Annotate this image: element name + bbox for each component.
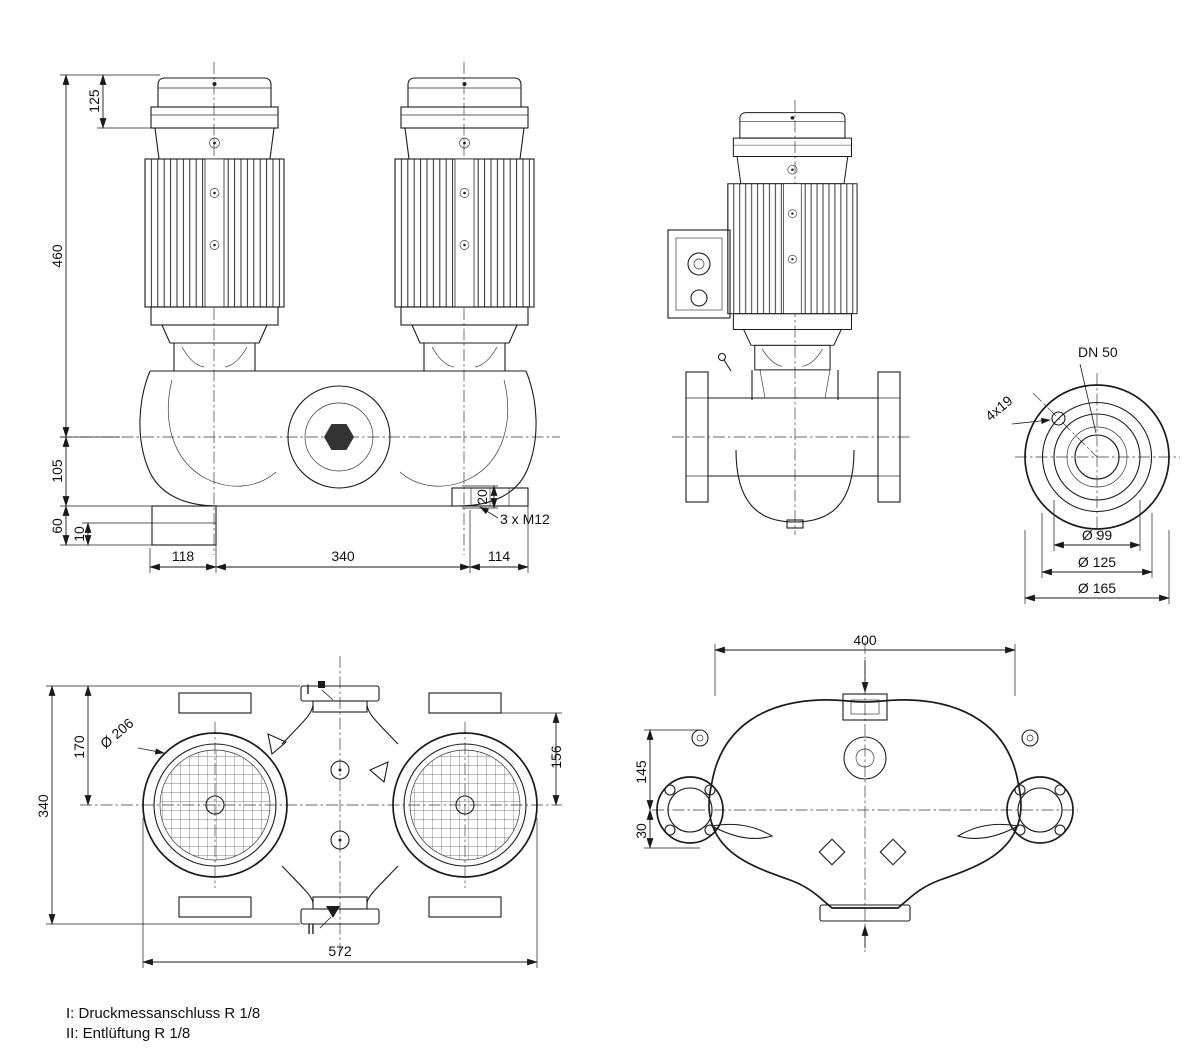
dim-fan-cover-height: 125 xyxy=(86,89,102,113)
flange-detail-view: DN 50 4x19 Ø 99 Ø 125 Ø 165 xyxy=(982,344,1180,604)
volute-top-view: 400 145 30 xyxy=(633,632,1078,952)
dim-total-height: 460 xyxy=(49,244,65,268)
flange-dn-label: DN 50 xyxy=(1078,344,1118,360)
flow-triangle-right xyxy=(368,761,389,784)
dim-total-height-top: 340 xyxy=(35,794,51,818)
dim-dia-99: Ø 99 xyxy=(1082,527,1113,543)
dim-total-width: 572 xyxy=(328,943,352,959)
top-view: I II 340 170 Ø 206 156 572 xyxy=(35,656,564,968)
suction-flange-top xyxy=(300,685,380,702)
side-view xyxy=(667,100,912,535)
tap-label: 3 x M12 xyxy=(500,511,550,527)
vent-symbol xyxy=(326,906,340,918)
marker-vent: II xyxy=(307,921,315,937)
dim-right-height: 156 xyxy=(548,745,564,769)
discharge-flange-bottom xyxy=(300,908,380,925)
flow-triangle-left xyxy=(267,733,288,756)
dim-dia-165: Ø 165 xyxy=(1078,580,1116,596)
note-vent: II: Entlüftung R 1/8 xyxy=(66,1025,190,1042)
dim-plate-thickness: 10 xyxy=(71,526,87,542)
dim-volute-lower: 30 xyxy=(633,823,649,839)
marker-pressure: I xyxy=(306,681,310,697)
dim-width-right: 114 xyxy=(488,548,511,564)
top-boss xyxy=(842,693,888,721)
fan-cover-right xyxy=(392,732,538,878)
fan-cover-left xyxy=(142,732,288,878)
bolt-hole xyxy=(1051,411,1066,426)
bottom-flange xyxy=(819,904,911,922)
right-port-flange xyxy=(1006,776,1074,844)
dim-width-left: 118 xyxy=(172,548,195,564)
front-pump-casing xyxy=(139,370,537,546)
front-view: 125 460 105 60 10 118 340 114 20 3 x M12 xyxy=(49,62,560,573)
center-hex-plug xyxy=(324,424,354,450)
dim-center-to-base: 105 xyxy=(49,459,65,483)
terminal-box xyxy=(667,229,731,319)
side-pump xyxy=(685,352,901,529)
dim-half-height: 170 xyxy=(71,735,87,759)
note-pressure-port: I: Druckmessanschluss R 1/8 xyxy=(66,1005,260,1022)
pressure-port-symbol xyxy=(318,681,325,688)
left-port-flange xyxy=(656,776,724,844)
dim-foot-height: 60 xyxy=(49,518,65,534)
dim-width-center: 340 xyxy=(331,548,355,564)
dim-dia-125: Ø 125 xyxy=(1078,554,1116,570)
legend-notes: I: Druckmessanschluss R 1/8 II: Entlüftu… xyxy=(66,1005,260,1042)
dim-volute-width: 400 xyxy=(853,632,877,648)
dim-tap-depth: 20 xyxy=(474,489,490,505)
dim-volute-upper: 145 xyxy=(633,760,649,784)
